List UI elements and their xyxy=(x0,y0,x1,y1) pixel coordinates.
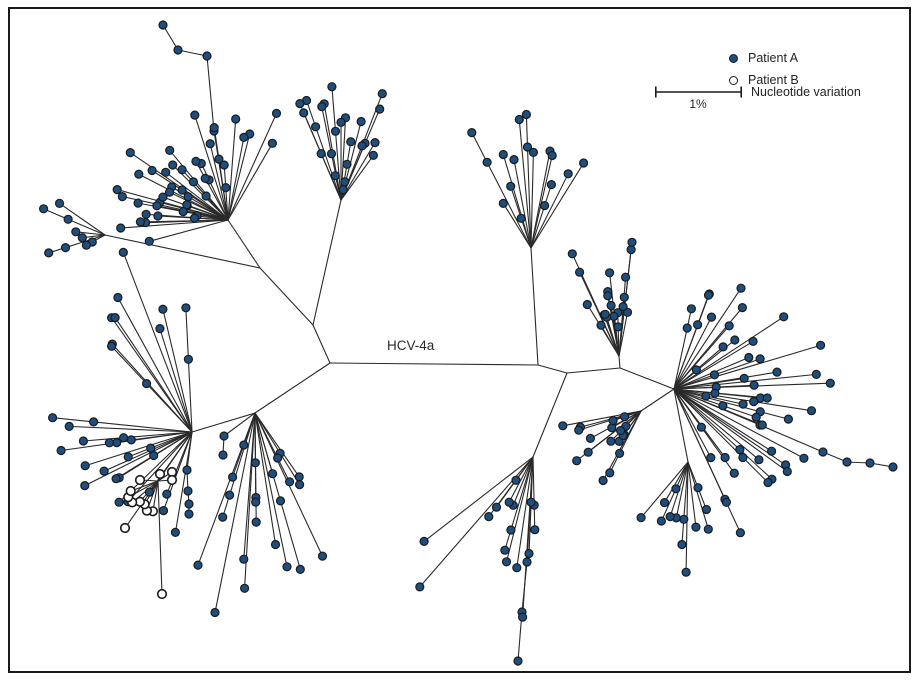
legend-row-patient-a: Patient A xyxy=(729,47,799,69)
legend-label-patient-a: Patient A xyxy=(748,51,799,65)
patient-a-filled-dot-icon xyxy=(729,53,738,63)
legend-row-patient-b: Patient B xyxy=(729,69,799,91)
scale-bar-label: Nucleotide variation xyxy=(751,85,861,99)
scale-bar xyxy=(654,86,743,98)
legend: Patient A Patient B xyxy=(729,47,799,91)
tree-dots-layer xyxy=(38,20,898,666)
tree-lines-layer xyxy=(43,24,894,662)
tree-root-label: HCV-4a xyxy=(387,338,435,353)
legend-label-patient-b: Patient B xyxy=(748,73,799,87)
figure-border xyxy=(8,7,911,673)
scale-bar-value: 1% xyxy=(689,97,707,111)
patient-b-open-dot-icon xyxy=(729,75,738,85)
